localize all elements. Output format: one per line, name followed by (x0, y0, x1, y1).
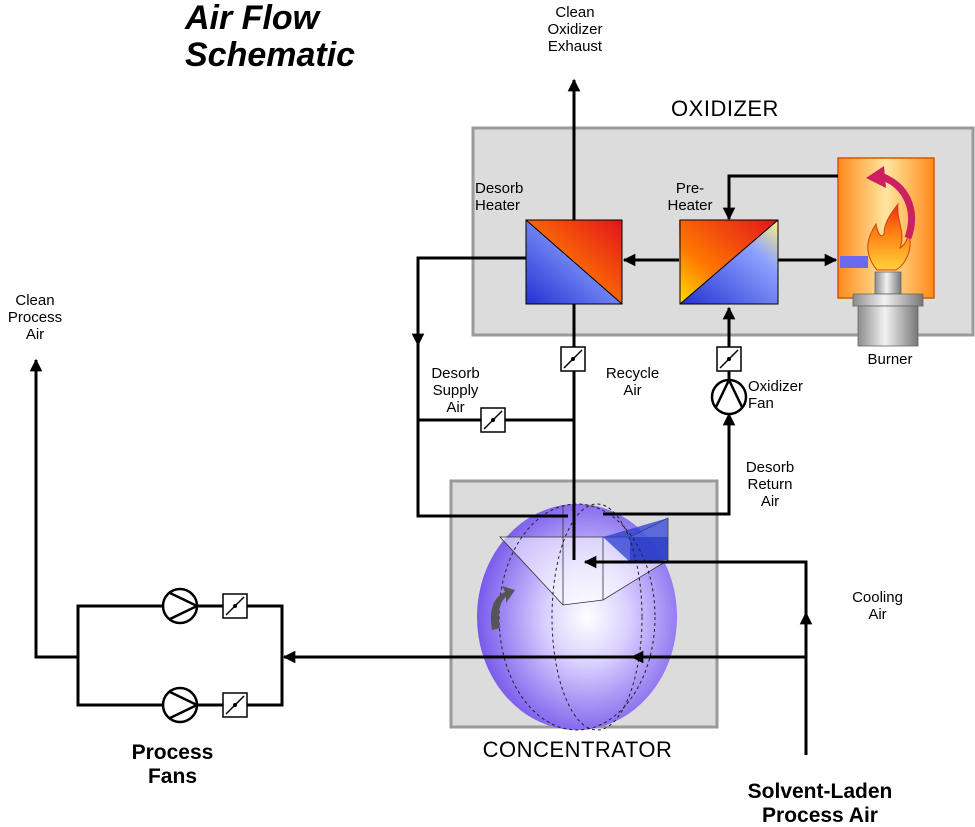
desorb-heater (525, 219, 623, 305)
damper-recycle[interactable] (560, 346, 586, 372)
diagram-title: Air Flow Schematic (185, 0, 356, 75)
concentrator-label: CONCENTRATOR (482, 737, 673, 762)
process-fans-label: Process Fans (131, 741, 214, 788)
desorb-return-line (603, 412, 736, 516)
damper-oxidizer-fan[interactable] (716, 346, 742, 372)
clean-process-air-label: Clean Process Air (7, 292, 63, 343)
desorb-return-air-label: Desorb Return Air (745, 459, 795, 510)
desorb-heater-label: Desorb Heater (475, 180, 524, 214)
burner-to-preheater-line (722, 174, 838, 221)
clean-oxidizer-exhaust-label: Clean Oxidizer Exhaust (547, 4, 603, 55)
desorb-supply-air-label: Desorb Supply Air (431, 365, 480, 416)
pre-heater (679, 219, 779, 305)
desorb-supply-line (416, 256, 568, 518)
damper-desorb-supply[interactable] (480, 407, 506, 433)
recycle-air-label: Recycle Air (605, 365, 660, 399)
cooling-air-label: Cooling Air (852, 589, 903, 623)
process-fan-bottom-icon[interactable] (161, 686, 200, 724)
burner (837, 157, 935, 347)
oxidizer-label: OXIDIZER (671, 96, 779, 121)
damper-process-fan-bottom[interactable] (222, 692, 248, 718)
burner-label: Burner (867, 351, 913, 368)
rotation-arrow-icon (490, 586, 515, 630)
oxidizer-fan-icon[interactable] (710, 377, 748, 416)
solvent-laden-process-air-label: Solvent-Laden Process Air (747, 780, 893, 827)
process-fan-top-icon[interactable] (161, 587, 200, 625)
oxidizer-fan-label: Oxidizer Fan (748, 378, 804, 412)
concentrator-rotor (477, 503, 677, 731)
pre-heater-label: Pre- Heater (667, 180, 713, 214)
clean-process-air-line (29, 358, 78, 659)
damper-process-fan-top[interactable] (222, 593, 248, 619)
